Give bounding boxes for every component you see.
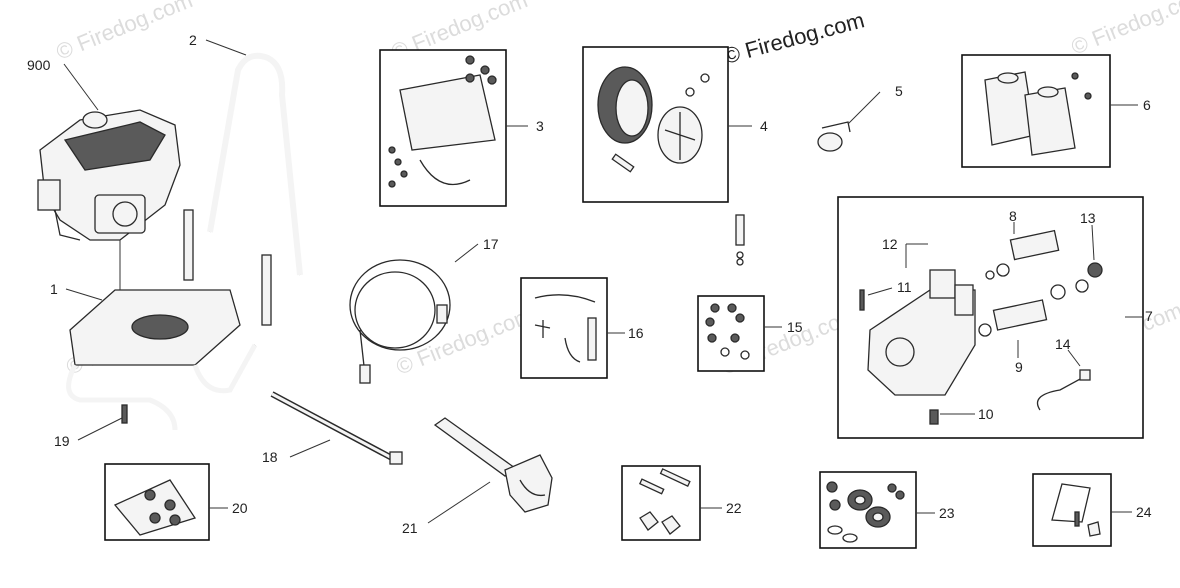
callout-6: 6 — [1143, 97, 1151, 113]
clamp-kit-drawing — [1051, 483, 1101, 537]
callout-2: 2 — [189, 32, 197, 48]
callout-9: 9 — [1015, 359, 1023, 375]
watermark-text: © Firedog.com — [393, 302, 536, 379]
callout-5: 5 — [895, 83, 903, 99]
bag-kit-drawing — [113, 479, 197, 536]
leader-line — [427, 481, 491, 524]
bracket-kit-drawing — [388, 55, 497, 188]
callout-1: 1 — [50, 281, 58, 297]
wheel-kit-drawing — [597, 66, 710, 173]
callout-3: 3 — [536, 118, 544, 134]
kit-box-7 — [837, 196, 1144, 439]
callout-16: 16 — [628, 325, 644, 341]
bearing-kit-drawing — [826, 481, 905, 543]
leader-line — [289, 439, 331, 458]
leader-line — [77, 417, 123, 441]
tank-kit-drawing — [984, 71, 1092, 156]
callout-18: 18 — [262, 449, 278, 465]
kit-box-22 — [621, 465, 701, 541]
leader-line — [454, 243, 479, 263]
callout-24: 24 — [1136, 504, 1152, 520]
callout-7: 7 — [1145, 308, 1153, 324]
callout-13: 13 — [1080, 210, 1096, 226]
bolt-drawing — [121, 404, 128, 424]
callout-900: 900 — [27, 57, 51, 73]
axle-kit-drawing — [638, 468, 691, 535]
callout-14: 14 — [1055, 336, 1071, 352]
hose-drawing — [349, 259, 451, 384]
spray-gun-drawing — [433, 417, 553, 513]
callout-8: 8 — [1009, 208, 1017, 224]
callout-4: 4 — [760, 118, 768, 134]
leader-line — [205, 39, 247, 56]
leader-line — [1091, 224, 1095, 261]
leader-line — [63, 63, 99, 111]
callout-20: 20 — [232, 500, 248, 516]
handle-drawing — [207, 52, 303, 276]
callout-12: 12 — [882, 236, 898, 252]
leader-line — [65, 288, 103, 301]
engine-drawing — [37, 109, 181, 241]
watermark-text: © Firedog.com — [53, 0, 196, 65]
callout-11: 11 — [897, 279, 912, 295]
watermark-text: © Firedog.com — [1068, 0, 1180, 60]
callout-17: 17 — [483, 236, 499, 252]
callout-10: 10 — [978, 406, 994, 422]
callout-22: 22 — [726, 500, 742, 516]
leader-line — [867, 287, 893, 296]
callout-23: 23 — [939, 505, 955, 521]
seal-drawing — [817, 121, 851, 152]
lance-drawing — [270, 391, 403, 465]
hose-fittings-drawing — [534, 294, 597, 363]
callout-21: 21 — [402, 520, 418, 536]
leader-line — [847, 91, 881, 125]
bolts-drawing — [705, 303, 750, 360]
leader-line — [1067, 349, 1081, 367]
copyright-text: © Firedog.com — [721, 7, 867, 69]
callout-19: 19 — [54, 433, 70, 449]
pump-drawing — [735, 214, 1103, 425]
callout-15: 15 — [787, 319, 803, 335]
frame-drawing — [66, 209, 272, 431]
